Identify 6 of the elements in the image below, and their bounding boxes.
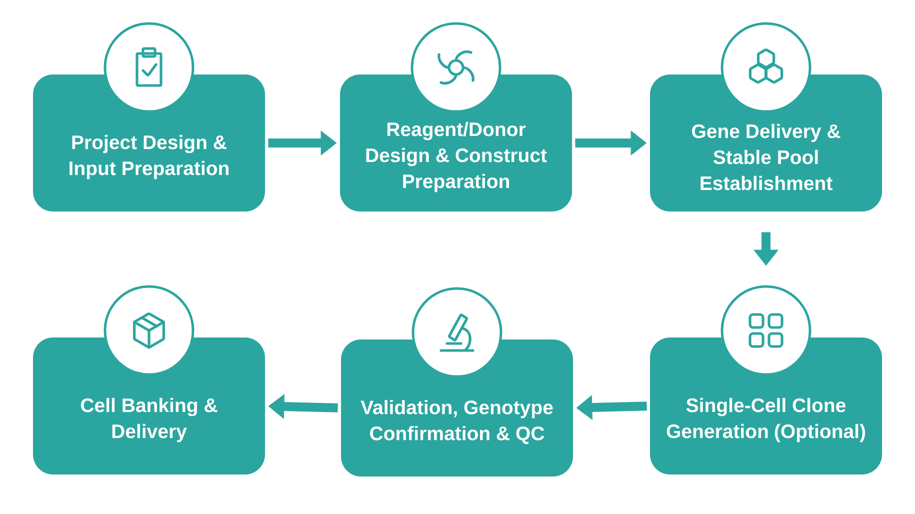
step-box: Validation, Genotype Confirmation & QC [341, 340, 573, 476]
step-box: Cell Banking & Delivery [33, 338, 265, 474]
step-box: Reagent/Donor Design & Construct Preparation [340, 74, 572, 212]
step-box: Single-Cell Clone Generation (Optional) [650, 338, 882, 474]
step-box: Gene Delivery & Stable Pool Establishment [650, 74, 882, 212]
step-box: Project Design & Input Preparation [33, 74, 265, 212]
